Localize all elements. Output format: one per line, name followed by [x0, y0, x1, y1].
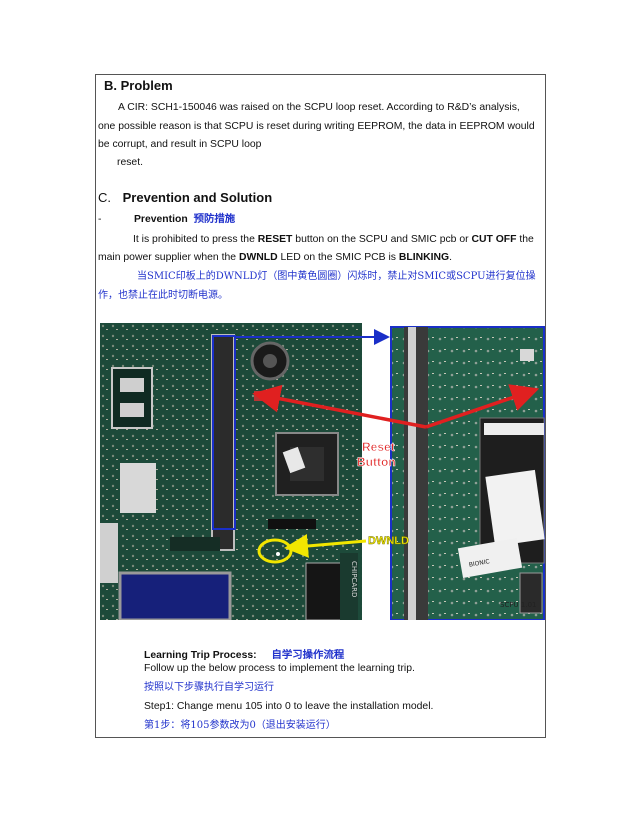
left-board-image: CHIPCARD — [100, 323, 362, 620]
prevention-cn-line-1: 当SMIC印板上的DWNLD灯（图中黄色圆圈）闪烁时，禁止对SMIC或SCPU进… — [137, 271, 536, 282]
p1-text-a: It is prohibited to press the — [133, 234, 258, 245]
blue-highlight-box — [212, 335, 236, 530]
learning-title-cn: 自学习操作流程 — [271, 649, 345, 661]
learning-step-1: Step1: Change menu 105 into 0 to leave t… — [144, 701, 434, 712]
document-frame — [95, 74, 546, 738]
reset-label-line-2: Button — [357, 455, 396, 469]
section-b-heading: B. Problem — [104, 78, 173, 93]
section-b-line-1: A CIR: SCH1-150046 was raised on the SCP… — [118, 102, 520, 113]
prevention-paragraph-line-2: main power supplier when the DWNLD LED o… — [98, 251, 452, 264]
section-b-line-2: one possible reason is that SCPU is rese… — [98, 121, 535, 132]
p1-text-b: button on the SCPU and SMIC pcb or — [292, 234, 472, 245]
section-b-line-3: be corrupt, and result in SCPU loop — [98, 139, 262, 150]
p2-text-a: main power supplier when the — [98, 252, 239, 263]
p2-dwnld: DWNLD — [238, 252, 278, 263]
pcb-photo: CHIPCARD BIONIC SCPU 1.01 — [100, 323, 545, 620]
learning-step-1-cn: 第1步：将105参数改为0（退出安装运行） — [144, 720, 336, 731]
board-label-scpu: SCPU 1.01 — [500, 601, 537, 609]
prevention-label: Prevention — [134, 214, 188, 225]
right-zoomed-board-image: BIONIC SCPU 1.01 — [390, 326, 545, 620]
learning-line-1: Follow up the below process to implement… — [144, 663, 415, 674]
section-b-line-4: reset. — [117, 157, 143, 168]
reset-arrow-right — [425, 384, 540, 429]
section-c-heading: C. Prevention and Solution — [98, 191, 272, 204]
p1-reset: RESET — [257, 234, 293, 245]
board-label-chipcard: CHIPCARD — [350, 561, 358, 597]
prevention-cn-line-2: 作，也禁止在此时切断电源。 — [98, 290, 228, 301]
prevention-label-cn: 预防措施 — [193, 213, 236, 225]
section-c-letter: C. — [98, 190, 111, 205]
board-label-bionic: BIONIC — [468, 558, 490, 569]
prevention-paragraph-line-1: It is prohibited to press the RESET butt… — [133, 233, 534, 246]
p1-cut-off: CUT OFF — [471, 234, 517, 245]
prevention-bullet: - — [98, 214, 102, 225]
p1-text-c: the — [516, 234, 534, 245]
reset-label-line-1: Reset — [362, 440, 395, 454]
dwnld-arrow — [284, 534, 367, 558]
learning-title: Learning Trip Process: — [144, 650, 257, 661]
section-c-title: Prevention and Solution — [122, 190, 273, 205]
reset-arrow-left — [252, 384, 427, 429]
learning-line-1-cn: 按照以下步骤执行自学习运行 — [144, 682, 274, 693]
dwnld-label: DWNLD — [368, 535, 409, 547]
learning-title-row: Learning Trip Process: 自学习操作流程 — [144, 649, 344, 662]
prevention-label-row: Prevention 预防措施 — [134, 213, 235, 226]
p2-text-b: LED on the SMIC PCB is — [277, 252, 399, 263]
p2-blinking: BLINKING — [398, 252, 450, 263]
p2-text-c: . — [449, 252, 452, 263]
